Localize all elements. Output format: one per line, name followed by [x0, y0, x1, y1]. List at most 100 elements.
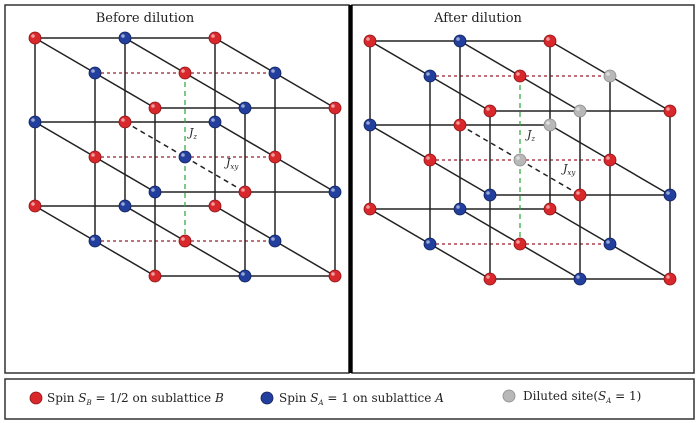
site-highlight: [211, 118, 215, 122]
spin-b-site: [268, 150, 282, 164]
site-highlight: [516, 156, 520, 160]
spin-b-site: [483, 104, 497, 118]
spin-b-site: [328, 269, 342, 283]
panel-title-before: Before dilution: [96, 11, 195, 26]
site-highlight: [241, 188, 245, 192]
lattice-bond: [214, 37, 276, 74]
spin-a-site: [238, 269, 252, 283]
spin-b-site: [483, 272, 497, 286]
spin-b-site: [543, 202, 557, 216]
jxy-label-before: Jxy: [224, 156, 239, 171]
spin-b-site: [28, 199, 42, 213]
lattice-bond: [184, 240, 246, 277]
site-highlight: [211, 202, 215, 206]
site-highlight: [271, 237, 275, 241]
site-highlight: [241, 272, 245, 276]
lattice-bond: [609, 243, 671, 280]
site-highlight: [666, 191, 670, 195]
spin-a-site: [663, 188, 677, 202]
site-highlight: [31, 202, 35, 206]
site-highlight: [91, 153, 95, 157]
legend-marker-spin-b: [29, 391, 43, 405]
lattice-bond: [519, 159, 581, 196]
spin-b-site: [603, 153, 617, 167]
lattice-bond: [274, 72, 336, 109]
legend-text-diluted: Diluted site(SA = 1): [523, 389, 641, 405]
site-highlight: [331, 272, 335, 276]
spin-b-site: [178, 234, 192, 248]
site-highlight: [606, 240, 610, 244]
jz-label-after: Jz: [525, 128, 535, 143]
diluted-site: [543, 118, 557, 132]
site-highlight: [576, 275, 580, 279]
spin-b-site: [208, 199, 222, 213]
lattice-bond: [124, 37, 186, 74]
spin-b-site: [208, 31, 222, 45]
lattice-bond: [369, 124, 431, 161]
spin-a-site: [238, 101, 252, 115]
diluted-site: [573, 104, 587, 118]
legend-marker-spin-a: [260, 391, 274, 405]
spin-b-site: [423, 153, 437, 167]
spin-a-site: [148, 185, 162, 199]
spin-a-site: [268, 66, 282, 80]
site-highlight: [151, 104, 155, 108]
site-highlight: [121, 34, 125, 38]
jz-label-before: Jz: [187, 126, 197, 141]
site-highlight: [366, 37, 370, 41]
spin-b-site: [148, 269, 162, 283]
legend-frame: [4, 378, 695, 420]
site-highlight: [576, 191, 580, 195]
site-highlight: [516, 72, 520, 76]
lattice-bond: [369, 40, 431, 77]
site-highlight: [666, 107, 670, 111]
spin-a-site: [423, 237, 437, 251]
spin-b-site: [663, 104, 677, 118]
spin-b-site: [513, 69, 527, 83]
spin-a-site: [603, 237, 617, 251]
spin-b-site: [453, 118, 467, 132]
site-highlight: [546, 121, 550, 125]
site-highlight: [516, 240, 520, 244]
spin-b-site: [543, 34, 557, 48]
diluted-site: [513, 153, 527, 167]
lattice-bond: [94, 240, 156, 277]
site-highlight: [546, 205, 550, 209]
spin-b-site: [28, 31, 42, 45]
lattice-after: [363, 34, 677, 286]
spin-a-site: [453, 34, 467, 48]
site-highlight: [546, 37, 550, 41]
spin-b-site: [573, 188, 587, 202]
site-highlight: [121, 202, 125, 206]
lattice-bond: [459, 40, 521, 77]
site-highlight: [606, 72, 610, 76]
site-highlight: [456, 37, 460, 41]
panel-before-frame: [4, 4, 350, 374]
spin-a-site: [483, 188, 497, 202]
spin-b-site: [118, 115, 132, 129]
site-highlight: [331, 188, 335, 192]
spin-b-site: [178, 66, 192, 80]
site-highlight: [31, 118, 35, 122]
legend-text-spin-a: Spin SA = 1 on sublattice A: [279, 391, 444, 407]
site-highlight: [271, 69, 275, 73]
site-highlight: [426, 156, 430, 160]
spin-a-site: [208, 115, 222, 129]
lattice-bond: [609, 75, 671, 112]
site-highlight: [181, 237, 185, 241]
site-highlight: [211, 34, 215, 38]
site-highlight: [91, 237, 95, 241]
site-highlight: [181, 153, 185, 157]
site-highlight: [91, 69, 95, 73]
spin-a-site: [328, 185, 342, 199]
site-highlight: [181, 69, 185, 73]
spin-a-site: [88, 234, 102, 248]
jxy-label-after: Jxy: [561, 162, 576, 177]
site-highlight: [606, 156, 610, 160]
spin-a-site: [453, 202, 467, 216]
spin-b-site: [513, 237, 527, 251]
spin-a-site: [178, 150, 192, 164]
site-highlight: [426, 240, 430, 244]
site-highlight: [486, 191, 490, 195]
panel-title-after: After dilution: [433, 11, 522, 26]
